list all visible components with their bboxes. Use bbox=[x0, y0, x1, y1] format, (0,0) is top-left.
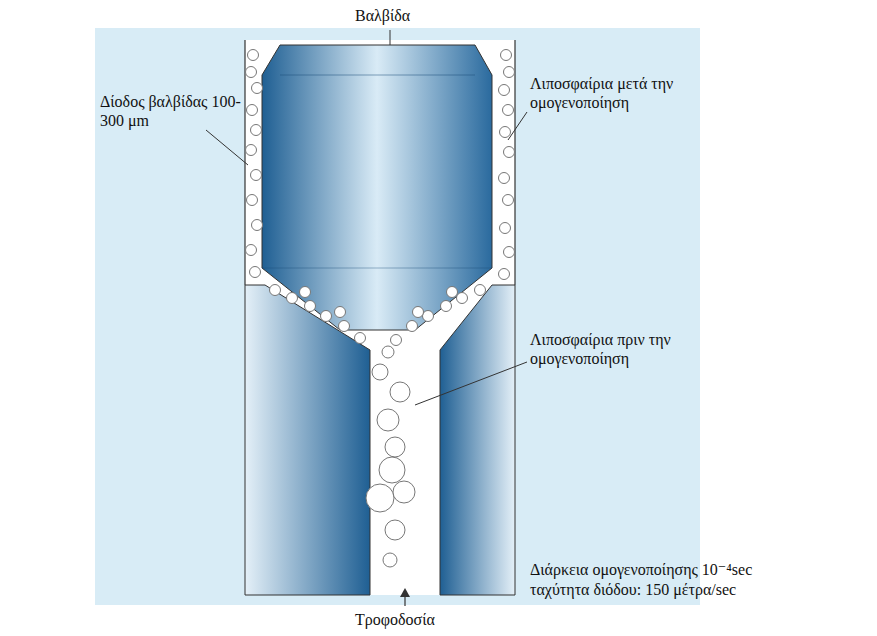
wall-right bbox=[514, 40, 515, 285]
fat-globule bbox=[382, 346, 394, 358]
fat-globule bbox=[503, 195, 514, 206]
fat-globule bbox=[305, 301, 316, 312]
fat-globule bbox=[500, 223, 511, 234]
fat-globule bbox=[247, 105, 258, 116]
fat-globule bbox=[407, 321, 418, 332]
fat-globule bbox=[441, 301, 452, 312]
fat-globule bbox=[377, 409, 399, 431]
fat-globule bbox=[339, 321, 350, 332]
valve-edge bbox=[280, 75, 475, 76]
fat-globule bbox=[390, 382, 410, 402]
leader-line bbox=[206, 130, 248, 165]
fat-globule bbox=[251, 170, 262, 181]
fat-globule bbox=[504, 247, 515, 258]
fat-globule bbox=[391, 335, 402, 346]
fat-globule bbox=[270, 285, 281, 296]
fat-globule bbox=[503, 105, 514, 116]
callout-label: Λιποσφαίρια μετά την ομογενοποίηση bbox=[530, 74, 705, 112]
fat-globule bbox=[385, 520, 405, 540]
fat-globule bbox=[355, 333, 366, 344]
fat-globule bbox=[250, 267, 261, 278]
fat-globule bbox=[252, 83, 263, 94]
fat-globule bbox=[447, 287, 458, 298]
callout-label: Διάρκεια ομογενοποίησης 10⁻⁴sec bbox=[530, 560, 870, 579]
fat-globule bbox=[246, 245, 257, 256]
feed-arrowhead bbox=[400, 588, 410, 597]
callout-label: Τροφοδοσία bbox=[355, 610, 495, 629]
callout-label: Λιποσφαίρια πριν την ομογενοποίηση bbox=[530, 330, 705, 368]
valve-seat-right bbox=[440, 285, 515, 595]
leader-line bbox=[415, 362, 527, 405]
fat-globule bbox=[475, 285, 486, 296]
fat-globule bbox=[393, 481, 415, 503]
callout-label: Δίοδος βαλβίδας 100-300 μm bbox=[100, 92, 250, 130]
valve-body bbox=[262, 45, 492, 330]
fat-globule bbox=[247, 195, 258, 206]
fat-globule bbox=[287, 293, 298, 304]
valve-edge bbox=[262, 268, 492, 269]
fat-globule bbox=[335, 307, 346, 318]
fat-globule bbox=[252, 220, 263, 231]
fat-globule bbox=[499, 173, 510, 184]
fat-globule bbox=[372, 364, 388, 380]
fat-globule bbox=[366, 484, 394, 512]
fat-globule bbox=[504, 67, 515, 78]
callout-label: ταχύτητα διόδου: 150 μέτρα/sec bbox=[530, 580, 870, 599]
fat-globule bbox=[248, 50, 259, 61]
fat-globule bbox=[246, 67, 257, 78]
fat-globule bbox=[300, 287, 311, 298]
fat-globule bbox=[504, 147, 515, 158]
fat-globule bbox=[251, 125, 262, 136]
leader-line bbox=[508, 112, 527, 140]
fat-globule bbox=[423, 311, 434, 322]
fat-globule bbox=[501, 50, 512, 61]
fat-globule bbox=[321, 311, 332, 322]
fat-globule bbox=[457, 293, 468, 304]
fat-globule bbox=[385, 437, 405, 457]
fat-globule bbox=[413, 307, 424, 318]
fat-globule bbox=[499, 269, 510, 280]
channel-ground bbox=[245, 40, 515, 595]
fat-globule bbox=[246, 145, 257, 156]
fat-globule bbox=[500, 127, 511, 138]
fat-globule bbox=[379, 457, 405, 483]
callout-label: Βαλβίδα bbox=[355, 6, 475, 25]
fat-globule bbox=[499, 85, 510, 96]
valve-seat-left bbox=[245, 285, 370, 595]
background-panel bbox=[95, 28, 700, 605]
fat-globule bbox=[383, 553, 397, 567]
fat-globules bbox=[246, 50, 515, 568]
leader-line bbox=[390, 30, 391, 45]
